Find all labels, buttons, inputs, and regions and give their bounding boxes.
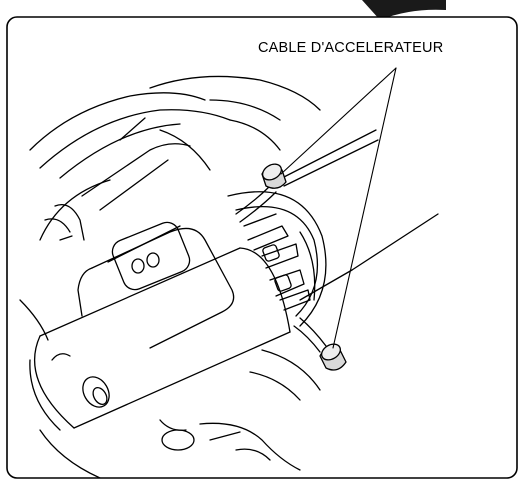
callout-leader-lines <box>280 67 397 349</box>
vehicle-body-contours <box>29 75 321 241</box>
throttle-cables <box>235 129 439 353</box>
corner-tab <box>362 0 446 20</box>
cable-callout-label: CABLE D'ACCELERATEUR <box>258 40 444 56</box>
switch-housing <box>44 203 235 349</box>
lower-mechanism-contours <box>39 349 321 478</box>
throttle-drum <box>227 191 327 327</box>
throttle-grip <box>19 247 291 431</box>
frame-border <box>6 16 518 479</box>
cable-end-fittings <box>261 163 347 371</box>
